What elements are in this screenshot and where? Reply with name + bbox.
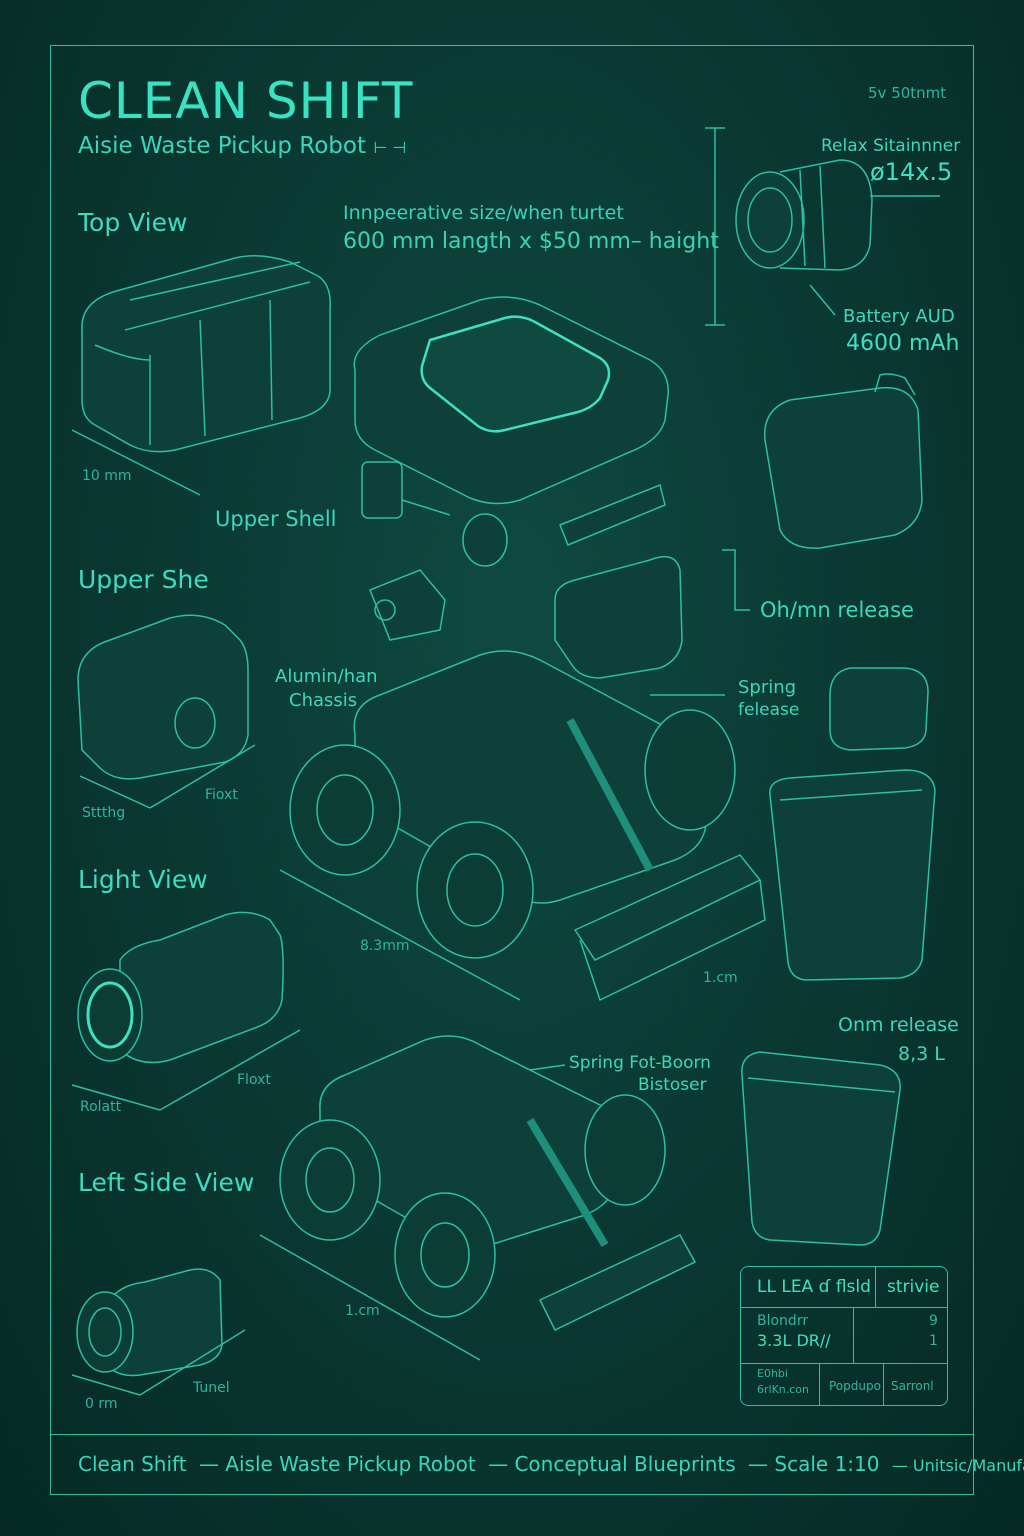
spring-foot-leader [529, 1064, 566, 1071]
dim-label-3: Fioxt [205, 787, 238, 803]
footer-type: — Conceptual Blueprints [488, 1452, 736, 1476]
size-note-line2: 600 mm langth x $50 mm– haight [343, 229, 719, 254]
top-right-code: 5v 50tnmt [868, 84, 947, 102]
waste-bin-lower [741, 1051, 901, 1246]
dim-line [71, 429, 201, 496]
view-label-top: Top View [78, 208, 188, 237]
upper-shell-lid [353, 296, 669, 505]
size-note-line1: Innpeerative size/when turtet [343, 202, 624, 224]
title-block-r3a: E0hbi [757, 1367, 788, 1380]
callout-chassis-1: Alumin/han [275, 666, 378, 687]
footer-name: Clean Shift [78, 1452, 187, 1476]
title-block-r1c2: strivie [887, 1277, 940, 1297]
title-block-r2d: 1 [929, 1333, 938, 1349]
main-robot [279, 650, 766, 1002]
wheel-spec-value: ø14x.5 [870, 158, 953, 186]
footer-caption: Clean Shift — Aisle Waste Pickup Robot —… [78, 1452, 1024, 1476]
title-block-r3c: Popdupo [829, 1379, 881, 1393]
view-label-upper: Upper She [78, 565, 209, 594]
callout-spring-1: Spring [738, 677, 797, 698]
footer-units: — Unitsic/Manufadure [891, 1456, 1024, 1475]
title-block-divider [853, 1307, 854, 1363]
callout-spring-2: felease [738, 700, 800, 720]
title-block-r2b: 3.3L DR// [757, 1331, 831, 1350]
blueprint-frame [50, 45, 974, 1495]
callout-onm-release: Onm release [838, 1014, 959, 1036]
release-leader [722, 549, 750, 611]
footer-product: — Aisle Waste Pickup Robot [198, 1452, 476, 1476]
side-panel [554, 555, 683, 679]
dim-label-2: Sttthg [82, 805, 126, 821]
title-block-divider [875, 1267, 876, 1307]
callout-ohmn-release: Oh/mn release [760, 598, 914, 622]
title-block-r3d: Sarronl [891, 1379, 934, 1393]
battery-value: 4600 mAh [846, 331, 960, 356]
motor-parts [361, 461, 666, 641]
view-label-left: Left Side View [78, 1168, 255, 1197]
small-module [829, 667, 929, 751]
subtitle-mark: ⊢ ⊣ [373, 138, 407, 157]
title-block-r2c: 9 [929, 1313, 938, 1329]
title-block-divider [819, 1363, 820, 1405]
callout-spring-foot-2: Bistoser [638, 1075, 707, 1095]
title-block-r1c1: LL LEA ɗ flsld [757, 1277, 871, 1297]
page-subtitle: Aisie Waste Pickup Robot ⊢ ⊣ [78, 133, 406, 159]
dim-label-8: 1.cm [345, 1303, 380, 1319]
battery-label: Battery AUD [843, 306, 955, 327]
top-view-module [81, 255, 331, 453]
subtitle-text: Aisie Waste Pickup Robot [78, 133, 366, 159]
callout-bin-volume: 8,3 L [898, 1043, 945, 1065]
upper-she-module [77, 614, 256, 809]
dim-label-5: 1.cm [703, 970, 738, 986]
footer-scale: — Scale 1:10 [748, 1452, 880, 1476]
callout-upper-shell: Upper Shell [215, 507, 337, 531]
wheel-module [705, 127, 873, 326]
callout-spring-foot-1: Spring Fot-Boorn [569, 1053, 711, 1073]
light-view-module [71, 911, 301, 1111]
dim-label-9: 0 rm [85, 1396, 118, 1412]
title-block-row-2 [741, 1307, 947, 1364]
dim-label-6: Rolatt [80, 1099, 122, 1115]
title-block: LL LEA ɗ flsld strivie Blondrr 3.3L DR//… [740, 1266, 948, 1406]
secondary-robot [259, 1035, 697, 1361]
title-block-r2a: Blondrr [757, 1313, 809, 1329]
dim-label-1: 10 mm [82, 468, 132, 484]
dim-label-4: 8.3mm [360, 938, 410, 954]
battery-pack [763, 373, 923, 549]
wheel-spec-label: Relax Sitainnner [821, 136, 961, 156]
waste-bin-upper [769, 769, 936, 981]
battery-leader [809, 284, 836, 316]
callout-chassis-2: Chassis [289, 690, 358, 711]
footer-divider [50, 1434, 974, 1435]
view-label-light: Light View [78, 865, 208, 894]
title-block-r3b: 6rlKn.con [757, 1383, 810, 1396]
dim-label-10: Tunel [193, 1380, 230, 1396]
page-title: CLEAN SHIFT [78, 72, 414, 130]
title-block-row-1 [741, 1267, 947, 1308]
dim-label-7: Floxt [237, 1072, 271, 1088]
left-side-module [71, 1268, 246, 1396]
title-block-divider [883, 1363, 884, 1405]
